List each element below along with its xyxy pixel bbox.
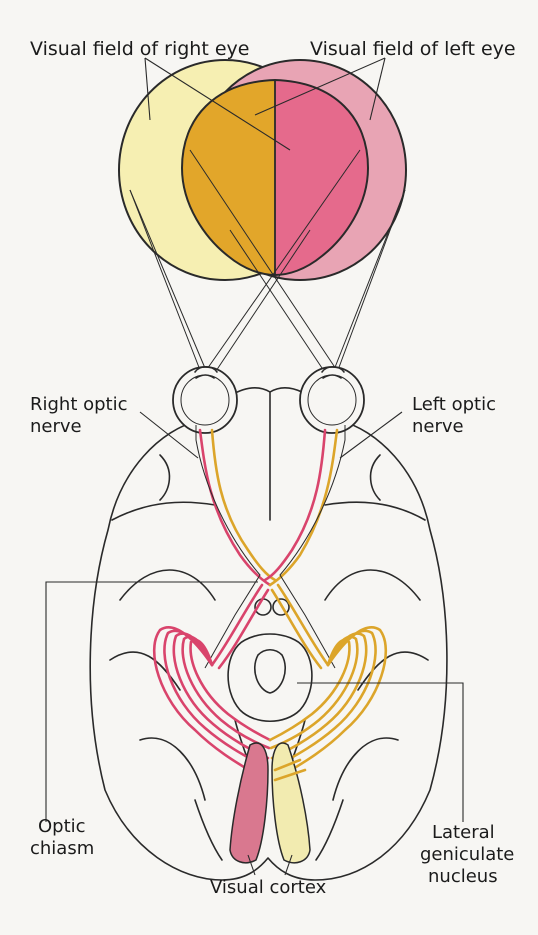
visual-fields [118,59,407,281]
label-visual-field-left-eye: Visual field of left eye [310,38,516,60]
label-lgn-line2: geniculate [420,844,514,865]
labels: Visual field of right eye Visual field o… [30,38,516,898]
leader-lines [45,57,464,876]
label-lgn-line1: Lateral [432,822,495,843]
label-left-optic-nerve-line1: Left optic [412,394,496,415]
right-eye [172,365,238,434]
label-visual-cortex: Visual cortex [210,877,327,898]
visual-cortex-left-hemisphere [271,742,311,864]
projection-lines [129,149,406,381]
label-right-optic-nerve-line2: nerve [30,416,82,437]
label-visual-field-right-eye: Visual field of right eye [30,38,249,60]
visual-cortex [229,742,311,864]
brain-outline [89,387,448,881]
label-left-optic-nerve-line2: nerve [412,416,464,437]
label-right-optic-nerve-line1: Right optic [30,394,128,415]
label-optic-chiasm-line2: chiasm [30,838,94,859]
left-eye [299,365,365,434]
label-optic-chiasm-line1: Optic [38,816,86,837]
optic-radiations-right [152,626,272,782]
optic-pathways [195,425,346,670]
visual-cortex-right-hemisphere [229,742,269,864]
label-lgn-line3: nucleus [428,866,498,887]
